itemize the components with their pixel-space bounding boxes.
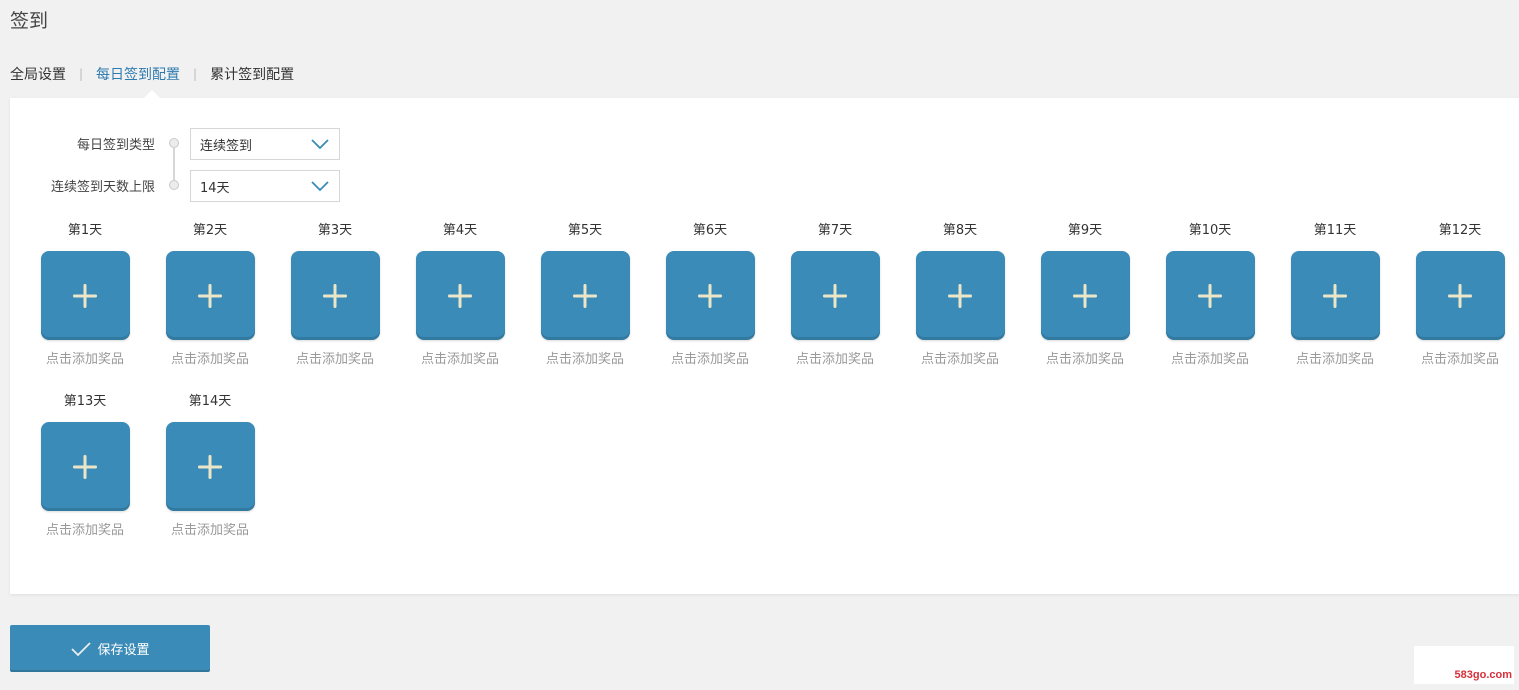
day-reward-card: 第9天点击添加奖品	[1030, 222, 1140, 367]
timeline-dot	[169, 180, 179, 190]
add-reward-hint[interactable]: 点击添加奖品	[45, 523, 124, 538]
config-panel: 每日签到类型 连续签到 连续签到天数上限 14天 第1天点击添加奖品第2天点击添…	[10, 90, 1519, 594]
signin-type-select[interactable]: 连续签到	[190, 128, 340, 160]
day-label: 第5天	[567, 223, 603, 238]
day-reward-card: 第11天点击添加奖品	[1280, 222, 1390, 367]
signin-type-label: 每日签到类型	[76, 138, 155, 153]
chevron-down-icon	[311, 181, 329, 192]
day-label: 第2天	[192, 223, 228, 238]
day-reward-card: 第7天点击添加奖品	[780, 222, 890, 367]
plus-icon	[198, 454, 222, 479]
add-reward-button[interactable]	[290, 251, 380, 340]
plus-icon	[1448, 283, 1472, 308]
watermark-text: 583go.com	[1454, 669, 1512, 681]
plus-icon	[73, 454, 97, 479]
day-label: 第1天	[67, 223, 103, 238]
add-reward-button[interactable]	[1290, 251, 1380, 340]
add-reward-button[interactable]	[1040, 251, 1130, 340]
add-reward-button[interactable]	[790, 251, 880, 340]
save-settings-button[interactable]: 保存设置	[10, 625, 210, 672]
add-reward-hint[interactable]: 点击添加奖品	[1170, 352, 1249, 367]
plus-icon	[1198, 283, 1222, 308]
day-label: 第4天	[442, 223, 478, 238]
add-reward-button[interactable]	[165, 251, 255, 340]
add-reward-button[interactable]	[415, 251, 505, 340]
add-reward-hint[interactable]: 点击添加奖品	[1295, 352, 1374, 367]
add-reward-button[interactable]	[165, 422, 255, 511]
day-reward-card: 第5天点击添加奖品	[530, 222, 640, 367]
add-reward-hint[interactable]: 点击添加奖品	[45, 352, 124, 367]
signin-limit-label: 连续签到天数上限	[50, 180, 155, 195]
day-reward-card: 第6天点击添加奖品	[655, 222, 765, 367]
plus-icon	[448, 283, 472, 308]
save-settings-label: 保存设置	[97, 643, 150, 658]
plus-icon	[1073, 283, 1097, 308]
plus-icon	[1323, 283, 1347, 308]
plus-icon	[823, 283, 847, 308]
day-label: 第6天	[692, 223, 728, 238]
plus-icon	[198, 283, 222, 308]
day-reward-card: 第1天点击添加奖品	[30, 222, 140, 367]
add-reward-hint[interactable]: 点击添加奖品	[920, 352, 999, 367]
tab-cumulative-signin-config[interactable]: 累计签到配置	[210, 67, 295, 83]
add-reward-button[interactable]	[665, 251, 755, 340]
add-reward-button[interactable]	[1415, 251, 1505, 340]
timeline-dot	[169, 138, 179, 148]
tab-separator: |	[193, 67, 198, 81]
day-label: 第10天	[1188, 223, 1232, 238]
add-reward-button[interactable]	[540, 251, 630, 340]
day-label: 第3天	[317, 223, 353, 238]
plus-icon	[323, 283, 347, 308]
day-label: 第12天	[1438, 223, 1482, 238]
chevron-down-icon	[311, 139, 329, 150]
tab-global-settings[interactable]: 全局设置	[10, 67, 66, 83]
day-reward-card: 第8天点击添加奖品	[905, 222, 1015, 367]
panel-caret	[144, 90, 160, 98]
tab-bar: 全局设置 | 每日签到配置 | 累计签到配置	[10, 64, 294, 84]
plus-icon	[73, 283, 97, 308]
day-reward-card: 第10天点击添加奖品	[1155, 222, 1265, 367]
add-reward-hint[interactable]: 点击添加奖品	[420, 352, 499, 367]
timeline-line	[173, 148, 175, 180]
add-reward-hint[interactable]: 点击添加奖品	[795, 352, 874, 367]
tab-daily-signin-config[interactable]: 每日签到配置	[96, 67, 181, 83]
day-label: 第9天	[1067, 223, 1103, 238]
day-label: 第8天	[942, 223, 978, 238]
add-reward-button[interactable]	[40, 251, 130, 340]
add-reward-hint[interactable]: 点击添加奖品	[545, 352, 624, 367]
add-reward-hint[interactable]: 点击添加奖品	[1045, 352, 1124, 367]
tab-separator: |	[79, 67, 84, 81]
day-reward-card: 第3天点击添加奖品	[280, 222, 390, 367]
day-reward-card: 第12天点击添加奖品	[1405, 222, 1515, 367]
checkmark-icon	[71, 641, 92, 656]
add-reward-hint[interactable]: 点击添加奖品	[170, 352, 249, 367]
signin-type-value: 连续签到	[200, 138, 253, 154]
add-reward-hint[interactable]: 点击添加奖品	[1420, 352, 1499, 367]
add-reward-hint[interactable]: 点击添加奖品	[295, 352, 374, 367]
add-reward-button[interactable]	[915, 251, 1005, 340]
plus-icon	[948, 283, 972, 308]
day-label: 第14天	[188, 394, 232, 409]
watermark: 583go.com	[1414, 646, 1514, 684]
day-label: 第7天	[817, 223, 853, 238]
day-label: 第13天	[63, 394, 107, 409]
signin-limit-select[interactable]: 14天	[190, 170, 340, 202]
page-title: 签到	[10, 10, 49, 32]
day-label: 第11天	[1313, 223, 1357, 238]
add-reward-button[interactable]	[40, 422, 130, 511]
add-reward-button[interactable]	[1165, 251, 1255, 340]
day-reward-card: 第14天点击添加奖品	[155, 393, 265, 538]
day-reward-card: 第13天点击添加奖品	[30, 393, 140, 538]
day-reward-card: 第4天点击添加奖品	[405, 222, 515, 367]
add-reward-hint[interactable]: 点击添加奖品	[670, 352, 749, 367]
add-reward-hint[interactable]: 点击添加奖品	[170, 523, 249, 538]
plus-icon	[698, 283, 722, 308]
signin-limit-value: 14天	[200, 180, 230, 196]
day-reward-card: 第2天点击添加奖品	[155, 222, 265, 367]
plus-icon	[573, 283, 597, 308]
